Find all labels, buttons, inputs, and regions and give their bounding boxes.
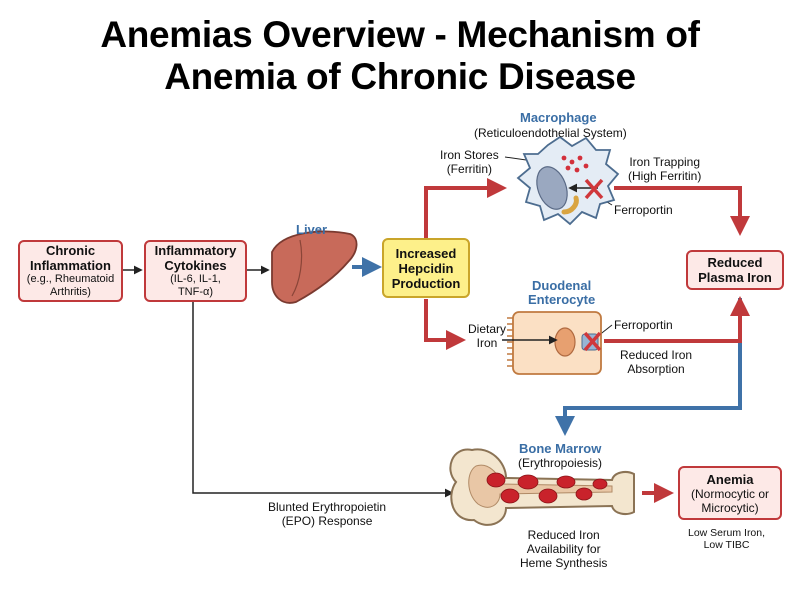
iron-stores-label: Iron Stores (Ferritin)	[440, 148, 499, 176]
ferroportin-macrophage-label: Ferroportin	[614, 203, 673, 217]
arrow-cytokines-to-bone-marrow	[192, 301, 454, 498]
reduced-plasma-iron-line-2: Plasma Iron	[698, 270, 772, 285]
macrophage-icon	[516, 135, 620, 226]
arrow-plasma-iron-to-bone-marrow	[555, 298, 742, 436]
ferroportin-enterocyte-label: Ferroportin	[614, 318, 673, 332]
reduced-availability-label: Reduced Iron Availability for Heme Synth…	[520, 528, 607, 570]
chronic-inflammation-box: Chronic Inflammation (e.g., Rheumatoid A…	[18, 240, 123, 302]
chronic-inflammation-sub-2: Arthritis)	[50, 286, 91, 298]
arrow-macrophage-to-plasma-iron	[614, 186, 750, 236]
reduced-plasma-iron-box: Reduced Plasma Iron	[686, 250, 784, 290]
anemia-note-1: Low Serum Iron,	[688, 527, 766, 539]
reduced-availability-line-1: Reduced Iron	[527, 528, 600, 542]
liver-label: Liver	[296, 222, 328, 237]
page-title: Anemias Overview - Mechanism of Anemia o…	[0, 14, 800, 98]
hepcidin-line-3: Production	[391, 275, 461, 291]
arrow-hepcidin-to-macrophage	[424, 178, 507, 238]
iron-trapping-line-1: Iron Trapping	[629, 155, 701, 169]
dietary-iron-line-1: Dietary	[468, 322, 507, 336]
enterocyte-icon	[502, 311, 602, 375]
bone-icon	[449, 448, 635, 526]
hepcidin-line-1: Increased	[395, 245, 457, 261]
anemia-note: Low Serum Iron, Low TIBC	[688, 527, 765, 551]
reduced-absorption-label: Reduced Iron Absorption	[620, 348, 692, 376]
enterocyte-line-2: Enterocyte	[528, 292, 596, 307]
cross-icon	[584, 178, 604, 200]
epo-line-2: (EPO) Response	[281, 514, 373, 528]
anemia-sub-1: (Normocytic or	[690, 486, 769, 501]
macrophage-sub: (Reticuloendothelial System)	[474, 126, 627, 140]
dietary-iron-line-2: Iron	[476, 336, 498, 350]
chronic-inflammation-title-1: Chronic	[45, 243, 96, 258]
iron-trapping-line-2: (High Ferritin)	[628, 169, 702, 183]
iron-stores-line-1: Iron Stores	[440, 148, 499, 162]
arrow-hepcidin-to-enterocyte	[424, 299, 466, 350]
anemia-box: Anemia (Normocytic or Microcytic)	[678, 466, 782, 520]
enterocyte-label: Duodenal Enterocyte	[528, 279, 595, 307]
cytokines-box: Inflammatory Cytokines (IL-6, IL-1, TNF-…	[144, 240, 247, 302]
hepcidin-box: Increased Hepcidin Production	[382, 238, 470, 298]
reduced-plasma-iron-line-1: Reduced	[707, 255, 763, 270]
bone-marrow-sub: (Erythropoiesis)	[518, 456, 603, 470]
anemia-sub-2: Microcytic)	[701, 500, 759, 515]
bone-marrow-label: Bone Marrow	[519, 441, 602, 456]
title-line-2: Anemia of Chronic Disease	[164, 56, 636, 97]
title-line-1: Anemias Overview - Mechanism of	[100, 14, 700, 55]
anemia-note-2: Low TIBC	[703, 539, 750, 551]
chronic-inflammation-sub-1: (e.g., Rheumatoid	[26, 273, 115, 285]
iron-stores-line-2: (Ferritin)	[446, 162, 493, 176]
cytokines-sub-1: (IL-6, IL-1,	[170, 273, 221, 285]
arrow-enterocyte-to-plasma-iron	[604, 296, 750, 343]
reduced-absorption-line-2: Absorption	[627, 362, 685, 376]
dietary-iron-label: Dietary Iron	[468, 322, 506, 350]
epo-line-1: Blunted Erythropoietin	[268, 500, 387, 514]
cytokines-sub-2: TNF-α)	[177, 286, 214, 298]
reduced-availability-line-3: Heme Synthesis	[520, 556, 608, 570]
epo-label: Blunted Erythropoietin (EPO) Response	[268, 500, 386, 528]
cytokines-title-1: Inflammatory	[154, 243, 237, 258]
reduced-availability-line-2: Availability for	[526, 542, 601, 556]
chronic-inflammation-title-2: Inflammation	[30, 258, 111, 273]
liver-icon	[271, 230, 358, 304]
macrophage-label: Macrophage	[520, 110, 597, 125]
anemia-title: Anemia	[706, 471, 754, 487]
iron-trapping-label: Iron Trapping (High Ferritin)	[628, 155, 701, 183]
enterocyte-line-1: Duodenal	[531, 278, 592, 293]
reduced-absorption-line-1: Reduced Iron	[620, 348, 693, 362]
cytokines-title-2: Cytokines	[164, 258, 227, 273]
hepcidin-line-2: Hepcidin	[398, 260, 454, 276]
